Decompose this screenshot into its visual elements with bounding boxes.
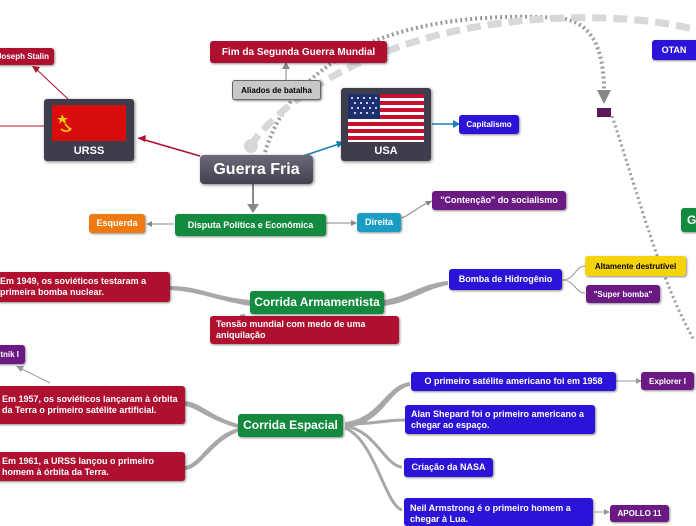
- alan-shepard-node[interactable]: Alan Shepard foi o primeiro americano a …: [405, 405, 595, 434]
- relationship-dotted-line: [263, 14, 606, 153]
- usa-label: USA: [374, 145, 398, 157]
- teste-1949-node[interactable]: Em 1949, os soviéticos testaram a primei…: [0, 272, 170, 302]
- relationship-dotted-line: [247, 14, 696, 149]
- lancamento-1957-node[interactable]: Em 1957, os soviéticos lançaram à órbita…: [0, 386, 185, 424]
- tensao-mundial-node[interactable]: Tensão mundial com medo de uma aniquilaç…: [210, 316, 399, 344]
- corrida-espacial-node[interactable]: Corrida Espacial: [238, 414, 343, 437]
- relationship-anchor: [244, 139, 258, 153]
- usa-node[interactable]: USA: [341, 88, 431, 161]
- partial-green-node[interactable]: G: [681, 208, 696, 232]
- aliados-node[interactable]: Aliados de batalha: [232, 80, 321, 100]
- central-topic[interactable]: Guerra Fria: [200, 155, 313, 184]
- neil-armstrong-node[interactable]: Neil Armstrong é o primeiro homem a cheg…: [404, 498, 593, 526]
- esquerda-node[interactable]: Esquerda: [89, 214, 145, 233]
- otan-node[interactable]: OTAN: [652, 40, 696, 60]
- disputa-node[interactable]: Disputa Política e Econômica: [175, 214, 326, 236]
- satelite-1958-node[interactable]: O primeiro satélite americano foi em 195…: [411, 372, 616, 391]
- soviet-flag-icon: [52, 105, 126, 141]
- capitalismo-node[interactable]: Capitalismo: [459, 115, 519, 134]
- criacao-nasa-node[interactable]: Criação da NASA: [404, 458, 493, 477]
- contencao-node[interactable]: "Contenção" do socialismo: [432, 191, 566, 210]
- apollo-11-node[interactable]: APOLLO 11: [610, 505, 669, 522]
- relationship-arrowhead: [597, 90, 611, 104]
- corrida-armamentista-node[interactable]: Corrida Armamentista: [250, 291, 384, 314]
- us-flag-icon: [348, 94, 424, 142]
- direita-node[interactable]: Direita: [357, 213, 401, 232]
- altamente-destrutivel-node[interactable]: Altamente destrutível: [585, 256, 686, 276]
- urss-node[interactable]: URSS: [44, 99, 134, 161]
- urss-label: URSS: [73, 145, 105, 157]
- orbita-1961-node[interactable]: Em 1961, a URSS lançou o primeiro homem …: [0, 452, 185, 481]
- relationship-target-box: [597, 108, 611, 117]
- explorer-node[interactable]: Explorer I: [641, 372, 694, 390]
- fim-segunda-guerra-node[interactable]: Fim da Segunda Guerra Mundial: [210, 41, 387, 63]
- stalin-node[interactable]: Joseph Stalin: [0, 48, 54, 65]
- bomba-hidrogenio-node[interactable]: Bomba de Hidrogênio: [449, 269, 562, 290]
- sputnik-node[interactable]: Sputnik I: [0, 345, 25, 364]
- super-bomba-node[interactable]: "Super bomba": [586, 285, 660, 303]
